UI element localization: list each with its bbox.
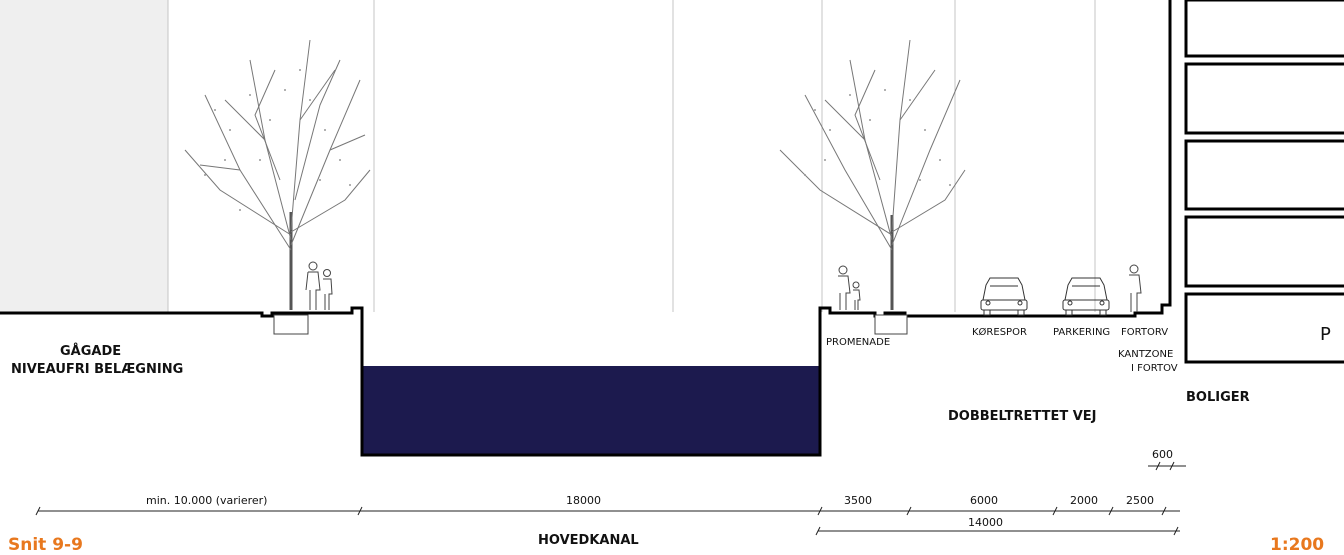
dimension-18000: 18000 <box>566 494 601 507</box>
label-korespor: KØRESPOR <box>972 327 1027 338</box>
dimension-2000: 2000 <box>1070 494 1098 507</box>
label-i-fortov: I FORTOV <box>1131 363 1178 374</box>
pedestrians-promenade <box>838 265 861 310</box>
dimension-600: 600 <box>1152 448 1173 461</box>
tree-pit-left <box>273 314 309 335</box>
label-promenade: PROMENADE <box>826 337 891 348</box>
pedestrian-sidewalk <box>1129 264 1142 312</box>
label-kantzone: KANTZONE <box>1118 349 1174 360</box>
dimension-6000: 6000 <box>970 494 998 507</box>
tree-pit-right <box>874 314 908 335</box>
tree-left <box>184 39 371 310</box>
tree-left-foliage-dots <box>204 69 351 211</box>
canal-water <box>362 366 820 455</box>
label-hovedkanal: HOVEDKANAL <box>538 533 639 548</box>
dimension-3500: 3500 <box>844 494 872 507</box>
ground-profile-line <box>0 0 1172 457</box>
drawing-scale: 1:200 <box>1270 535 1325 555</box>
tree-right <box>779 39 966 310</box>
residential-building <box>1184 0 1344 364</box>
label-niveaufri-belaegning: NIVEAUFRI BELÆGNING <box>11 362 184 377</box>
dimension-lines <box>35 461 1186 536</box>
dimension-min-10000: min. 10.000 (varierer) <box>146 494 268 507</box>
label-dobbeltrettet-vej: DOBBELTRETTET VEJ <box>948 409 1097 424</box>
tree-right-foliage-dots <box>804 89 951 186</box>
pedestrians-left <box>305 261 333 310</box>
label-fortorv: FORTORV <box>1121 327 1169 338</box>
label-parkering: PARKERING <box>1053 327 1111 338</box>
dimension-2500: 2500 <box>1126 494 1154 507</box>
left-building-facade <box>0 0 168 313</box>
label-gagade: GÅGADE <box>60 344 122 359</box>
background-grid-lines <box>167 0 1096 312</box>
dimension-14000: 14000 <box>968 516 1003 529</box>
car-parking <box>1062 277 1110 316</box>
car-driving-lane <box>980 277 1028 316</box>
label-boliger: BOLIGER <box>1186 390 1250 405</box>
section-title: Snit 9-9 <box>8 535 83 555</box>
label-building-letter: P <box>1320 324 1331 345</box>
